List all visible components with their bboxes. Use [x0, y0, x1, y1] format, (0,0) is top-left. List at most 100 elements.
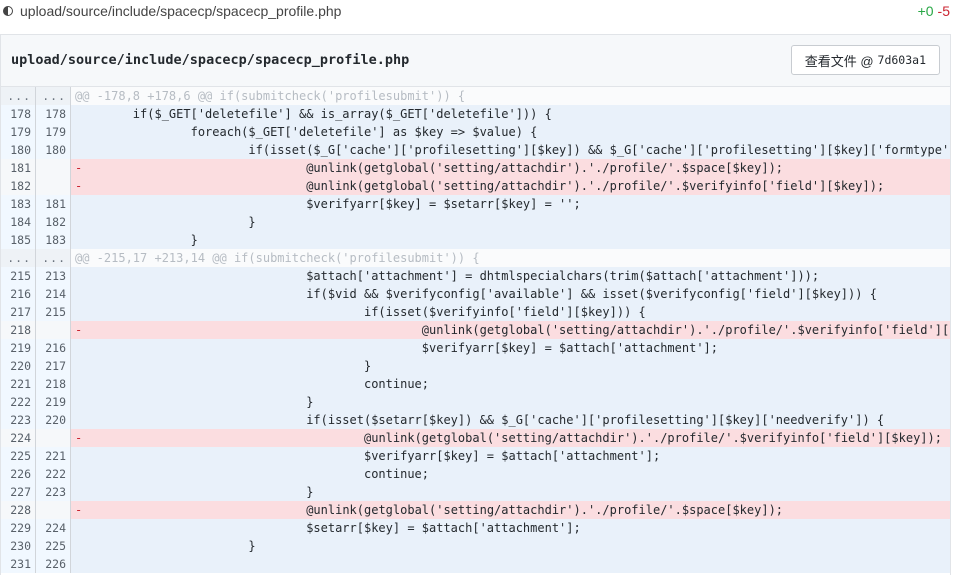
- hunk-header-row[interactable]: ......@@ -178,8 +178,6 @@ if(submitcheck…: [1, 87, 950, 105]
- code-line: if($vid && $verifyconfig['available'] &&…: [71, 285, 950, 303]
- old-line-number[interactable]: ...: [1, 87, 36, 105]
- file-path[interactable]: upload/source/include/spacecp/spacecp_pr…: [20, 3, 342, 19]
- new-line-number[interactable]: [36, 177, 71, 195]
- new-line-number[interactable]: 223: [36, 483, 71, 501]
- new-line-number[interactable]: 183: [36, 231, 71, 249]
- new-line-number[interactable]: 220: [36, 411, 71, 429]
- old-line-number[interactable]: 231: [1, 555, 36, 573]
- old-line-number[interactable]: 223: [1, 411, 36, 429]
- new-line-number[interactable]: 225: [36, 537, 71, 555]
- code-line: }: [71, 213, 950, 231]
- code-line: }: [71, 231, 950, 249]
- new-line-number[interactable]: [36, 321, 71, 339]
- code-line: - @unlink(getglobal('setting/attachdir')…: [71, 159, 950, 177]
- new-line-number[interactable]: 181: [36, 195, 71, 213]
- code-line: $verifyarr[$key] = $attach['attachment']…: [71, 339, 950, 357]
- new-line-number[interactable]: 217: [36, 357, 71, 375]
- code-line: if(isset($verifyinfo['field'][$key])) {: [71, 303, 950, 321]
- diff-table: ......@@ -178,8 +178,6 @@ if(submitcheck…: [1, 87, 950, 573]
- new-line-number[interactable]: 215: [36, 303, 71, 321]
- old-line-number[interactable]: 182: [1, 177, 36, 195]
- hunk-header-text: @@ -178,8 +178,6 @@ if(submitcheck('prof…: [71, 87, 950, 105]
- new-line-number[interactable]: ...: [36, 249, 71, 267]
- code-line: }: [71, 483, 950, 501]
- file-path-bar: upload/source/include/spacecp/spacecp_pr…: [0, 0, 953, 24]
- old-line-number[interactable]: 215: [1, 267, 36, 285]
- file-header: upload/source/include/spacecp/spacecp_pr…: [1, 35, 950, 87]
- code-line: $verifyarr[$key] = $attach['attachment']…: [71, 447, 950, 465]
- new-line-number[interactable]: 224: [36, 519, 71, 537]
- additions-count: +0: [917, 3, 934, 19]
- old-line-number[interactable]: 218: [1, 321, 36, 339]
- old-line-number[interactable]: 229: [1, 519, 36, 537]
- old-line-number[interactable]: 183: [1, 195, 36, 213]
- new-line-number[interactable]: 178: [36, 105, 71, 123]
- diff-file-box: upload/source/include/spacecp/spacecp_pr…: [0, 34, 951, 575]
- new-line-number[interactable]: 226: [36, 555, 71, 573]
- old-line-number[interactable]: 181: [1, 159, 36, 177]
- code-line: }: [71, 393, 950, 411]
- old-line-number[interactable]: 184: [1, 213, 36, 231]
- old-line-number[interactable]: 217: [1, 303, 36, 321]
- deletion-marker: -: [75, 431, 83, 445]
- new-line-number[interactable]: 214: [36, 285, 71, 303]
- file-name: upload/source/include/spacecp/spacecp_pr…: [11, 52, 410, 68]
- hunk-header-text: @@ -215,17 +213,14 @@ if(submitcheck('pr…: [71, 249, 950, 267]
- old-line-number[interactable]: 227: [1, 483, 36, 501]
- old-line-number[interactable]: 228: [1, 501, 36, 519]
- code-line: continue;: [71, 375, 950, 393]
- code-line: if($_GET['deletefile'] && is_array($_GET…: [71, 105, 950, 123]
- old-line-number[interactable]: 185: [1, 231, 36, 249]
- new-line-number[interactable]: 219: [36, 393, 71, 411]
- deleted-line-row: 181 - @unlink(getglobal('setting/attachdi…: [1, 159, 950, 177]
- code-line: $setarr[$key] = $attach['attachment'];: [71, 519, 950, 537]
- old-line-number[interactable]: 220: [1, 357, 36, 375]
- new-line-number[interactable]: 218: [36, 375, 71, 393]
- old-line-number[interactable]: 178: [1, 105, 36, 123]
- code-line: - @unlink(getglobal('setting/attachdir')…: [71, 501, 950, 519]
- old-line-number[interactable]: 179: [1, 123, 36, 141]
- deleted-line-row: 218- @unlink(getglobal('setting/attachdi…: [1, 321, 950, 339]
- old-line-number[interactable]: 180: [1, 141, 36, 159]
- hunk-header-row[interactable]: ......@@ -215,17 +213,14 @@ if(submitche…: [1, 249, 950, 267]
- new-line-number[interactable]: 213: [36, 267, 71, 285]
- new-line-number[interactable]: 216: [36, 339, 71, 357]
- new-line-number[interactable]: [36, 501, 71, 519]
- code-line: - @unlink(getglobal('setting/attachdir')…: [71, 429, 950, 447]
- view-file-button[interactable]: 查看文件 @ 7d603a1: [790, 45, 940, 75]
- new-line-number[interactable]: ...: [36, 87, 71, 105]
- code-line: if(isset($setarr[$key]) && $_G['cache'][…: [71, 411, 950, 429]
- old-line-number[interactable]: 230: [1, 537, 36, 555]
- old-line-number[interactable]: 221: [1, 375, 36, 393]
- old-line-number[interactable]: 224: [1, 429, 36, 447]
- commit-sha: 7d603a1: [877, 53, 926, 67]
- new-line-number[interactable]: 180: [36, 141, 71, 159]
- code-line: [71, 555, 950, 573]
- old-line-number[interactable]: 226: [1, 465, 36, 483]
- deletions-count: -5: [937, 3, 950, 19]
- code-line: $attach['attachment'] = dhtmlspecialchar…: [71, 267, 950, 285]
- old-line-number[interactable]: 216: [1, 285, 36, 303]
- new-line-number[interactable]: [36, 429, 71, 447]
- new-line-number[interactable]: 182: [36, 213, 71, 231]
- deletion-marker: -: [75, 179, 83, 193]
- new-line-number[interactable]: 222: [36, 465, 71, 483]
- old-line-number[interactable]: 225: [1, 447, 36, 465]
- new-line-number[interactable]: [36, 159, 71, 177]
- new-line-number[interactable]: 179: [36, 123, 71, 141]
- old-line-number[interactable]: ...: [1, 249, 36, 267]
- old-line-number[interactable]: 222: [1, 393, 36, 411]
- old-line-number[interactable]: 219: [1, 339, 36, 357]
- new-line-number[interactable]: 221: [36, 447, 71, 465]
